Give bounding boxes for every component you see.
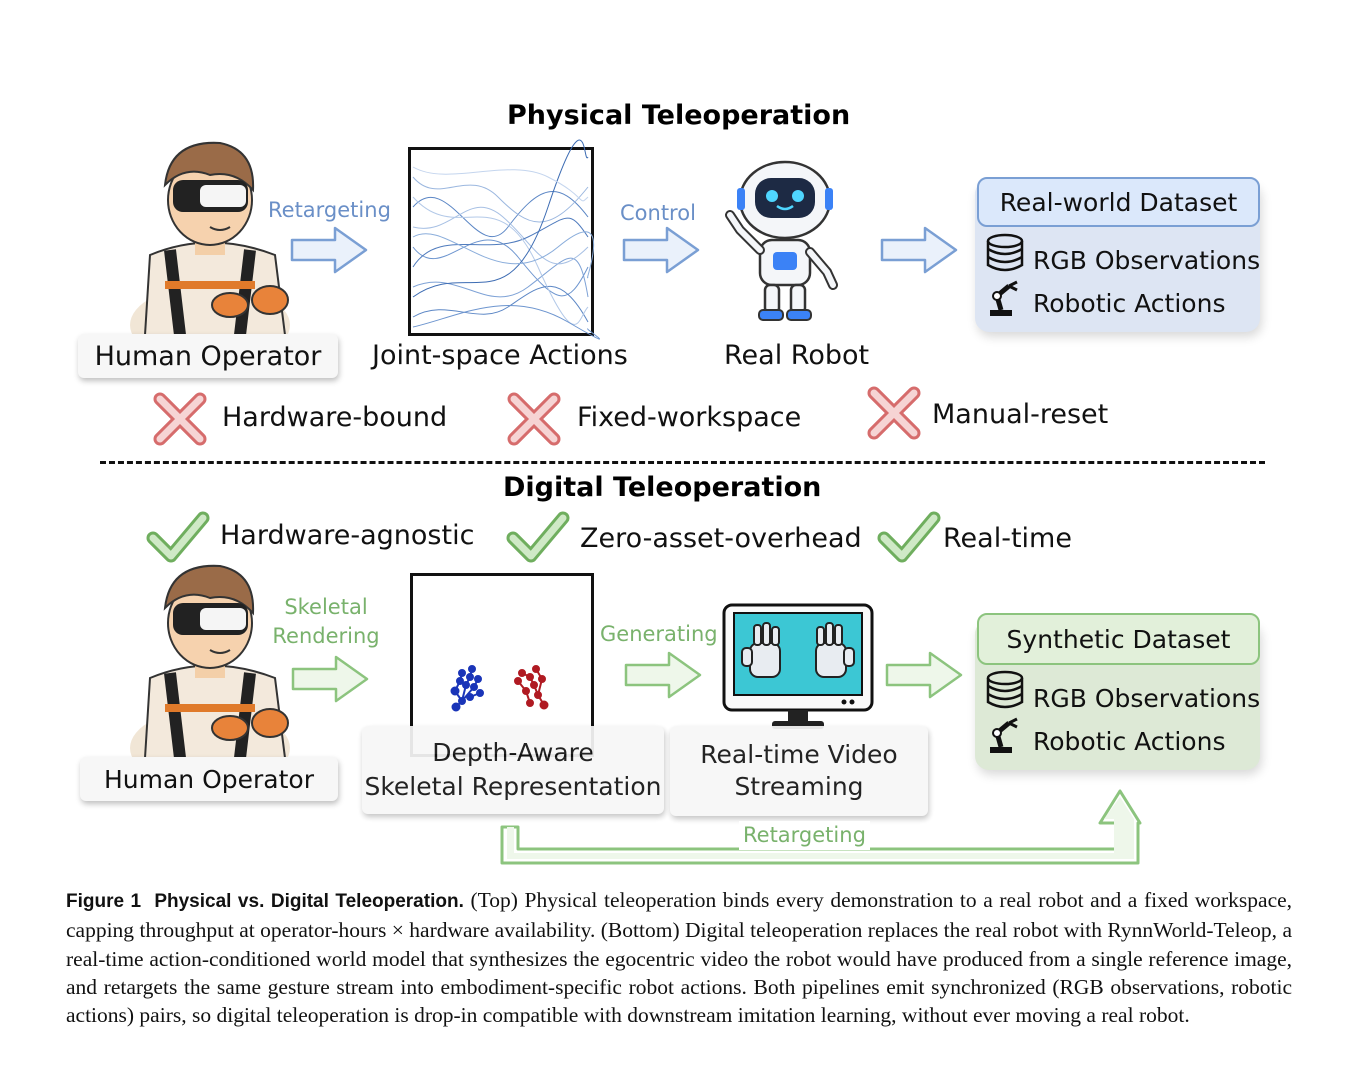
physical-title: Physical Teleoperation: [507, 100, 851, 131]
monitor-icon: [722, 603, 874, 729]
synthetic-robotic-actions: Robotic Actions: [1033, 727, 1226, 756]
skeletal-render-frame: [410, 573, 594, 757]
human-operator-illustration-top: [130, 141, 290, 365]
robot-arm-icon: [990, 280, 1018, 316]
operator-label-box-bottom: Human Operator: [80, 757, 338, 801]
human-operator-illustration-bottom: [125, 558, 295, 758]
synthetic-dataset-title: Synthetic Dataset: [1006, 624, 1231, 654]
operator-label-bottom: Human Operator: [103, 764, 314, 794]
cross-icon: [153, 392, 207, 446]
skeletal-rendering-line2: Rendering: [272, 624, 380, 648]
synthetic-rgb-observations: RGB Observations: [1033, 684, 1261, 713]
skeleton-label-line1: Depth-Aware: [432, 738, 594, 767]
right-arrow-icon: [291, 655, 369, 703]
caption-text: (Top) Physical teleoperation binds every…: [66, 888, 1293, 1028]
real-robot-label: Real Robot: [724, 340, 870, 371]
right-arrow-icon: [622, 226, 700, 274]
robot-icon: [725, 160, 838, 321]
operator-label-top: Human Operator: [94, 340, 322, 372]
benefit-real-time: Real-time: [943, 523, 1072, 554]
checkmark-icon: [146, 511, 210, 563]
skeleton-label-line2: Skeletal Representation: [364, 772, 662, 801]
control-arrow-label: Control: [620, 201, 696, 225]
right-arrow-icon: [880, 226, 958, 274]
figure-caption: Figure 1 Physical vs. Digital Teleoperat…: [66, 886, 1292, 1029]
cross-icon: [507, 392, 561, 446]
retargeting-return-label: Retargeting: [739, 821, 870, 850]
real-world-dataset-header: Real-world Dataset: [977, 177, 1260, 227]
retargeting-arrow-label: Retargeting: [268, 198, 391, 222]
database-icon: [986, 670, 1024, 709]
synthetic-dataset-header: Synthetic Dataset: [977, 613, 1260, 665]
robot-arm-icon: [990, 717, 1018, 753]
caption-title: Physical vs. Digital Teleoperation.: [154, 891, 464, 912]
skeletal-rendering-line1: Skeletal: [284, 595, 368, 619]
retargeting-return-arrow: [500, 789, 1142, 865]
video-label-box: Real-time Video Streaming: [670, 726, 928, 816]
operator-label-box-top: Human Operator: [78, 334, 338, 378]
drawback-hardware-bound: Hardware-bound: [222, 402, 448, 433]
joint-space-actions-label: Joint-space Actions: [372, 340, 628, 371]
skeletal-rendering-arrow-label: Skeletal Rendering: [268, 593, 384, 651]
benefit-zero-asset-overhead: Zero-asset-overhead: [580, 523, 862, 554]
database-icon: [986, 233, 1024, 272]
drawback-fixed-workspace: Fixed-workspace: [577, 402, 802, 433]
section-divider: [100, 461, 1265, 464]
joint-space-plot: [408, 139, 601, 340]
video-label-line2: Streaming: [734, 772, 864, 801]
video-label-line1: Real-time Video: [700, 740, 898, 769]
right-arrow-icon: [624, 651, 702, 699]
right-arrow-icon: [290, 226, 368, 274]
right-arrow-icon: [885, 651, 963, 699]
real-world-rgb-observations: RGB Observations: [1033, 246, 1261, 275]
real-world-robotic-actions: Robotic Actions: [1033, 289, 1226, 318]
generating-arrow-label: Generating: [600, 622, 718, 646]
cross-icon: [867, 386, 921, 440]
drawback-manual-reset: Manual-reset: [932, 399, 1109, 430]
checkmark-icon: [877, 511, 941, 563]
checkmark-icon: [506, 511, 570, 563]
caption-figure-number: Figure 1: [66, 891, 142, 912]
benefit-hardware-agnostic: Hardware-agnostic: [220, 520, 475, 551]
skeleton-label-box: Depth-Aware Skeletal Representation: [362, 726, 664, 814]
digital-title: Digital Teleoperation: [503, 472, 822, 503]
real-world-dataset-title: Real-world Dataset: [999, 187, 1238, 217]
